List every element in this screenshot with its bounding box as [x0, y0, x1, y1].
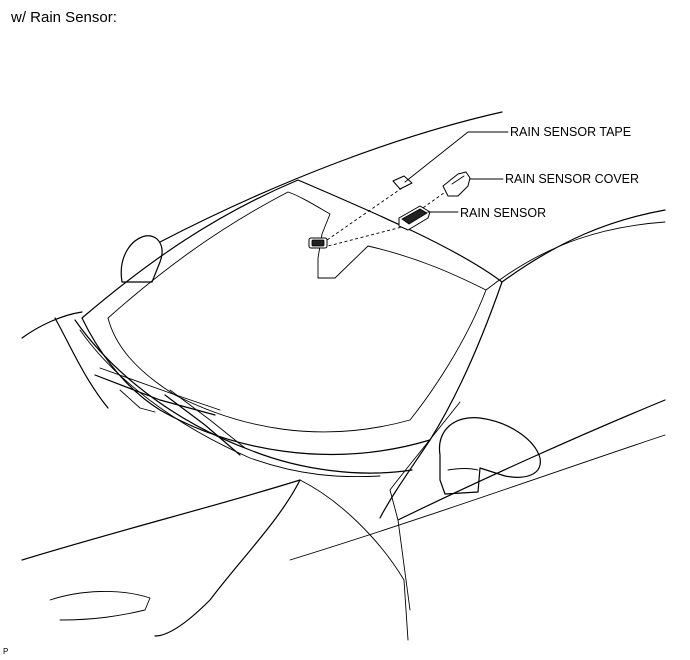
hood-left-edge — [54, 317, 109, 409]
cowl-front-edge — [21, 311, 83, 339]
cover-guide-line — [419, 189, 449, 211]
tape-guide-line — [326, 187, 403, 241]
cowl-panel — [74, 319, 413, 474]
door-character-line — [289, 434, 666, 561]
windshield-inner-edge — [107, 191, 487, 433]
windshield-outer-frame — [81, 179, 503, 455]
a-pillar-edge — [379, 439, 431, 519]
wiper-blade-right — [169, 389, 246, 449]
side-window-line — [485, 221, 666, 291]
fender-wheel-arch — [49, 590, 151, 621]
fender-line — [154, 479, 301, 637]
far-side-mirror — [120, 235, 163, 283]
side-mirror-base — [447, 468, 479, 471]
cowl-panel-lower — [79, 329, 381, 478]
rain-sensor-cover-part — [442, 171, 471, 197]
wiper-blade-left — [99, 367, 221, 411]
rain-sensor-tape — [392, 175, 413, 190]
a-pillar-inner — [389, 401, 461, 611]
roof-line — [159, 111, 503, 243]
sensor-mount-on-glass — [308, 237, 328, 249]
label-rain-sensor-cover: RAIN SENSOR COVER — [505, 172, 639, 186]
wiper-pivot-left — [119, 389, 156, 413]
label-rain-sensor-tape: RAIN SENSOR TAPE — [510, 125, 631, 139]
roof-side-panel — [501, 209, 666, 283]
wiper-arm-right — [164, 394, 241, 456]
diagram-heading: w/ Rain Sensor: — [11, 9, 117, 26]
sensor-guide-line — [327, 225, 407, 247]
hood-front-curve — [299, 479, 409, 641]
label-rain-sensor: RAIN SENSOR — [460, 206, 546, 220]
front-door-top — [397, 399, 666, 521]
corner-mark: P — [3, 647, 9, 656]
side-mirror — [438, 417, 541, 495]
rain-sensor-part — [398, 205, 431, 231]
hood-crease — [21, 479, 301, 561]
tape-leader-line — [404, 131, 509, 183]
